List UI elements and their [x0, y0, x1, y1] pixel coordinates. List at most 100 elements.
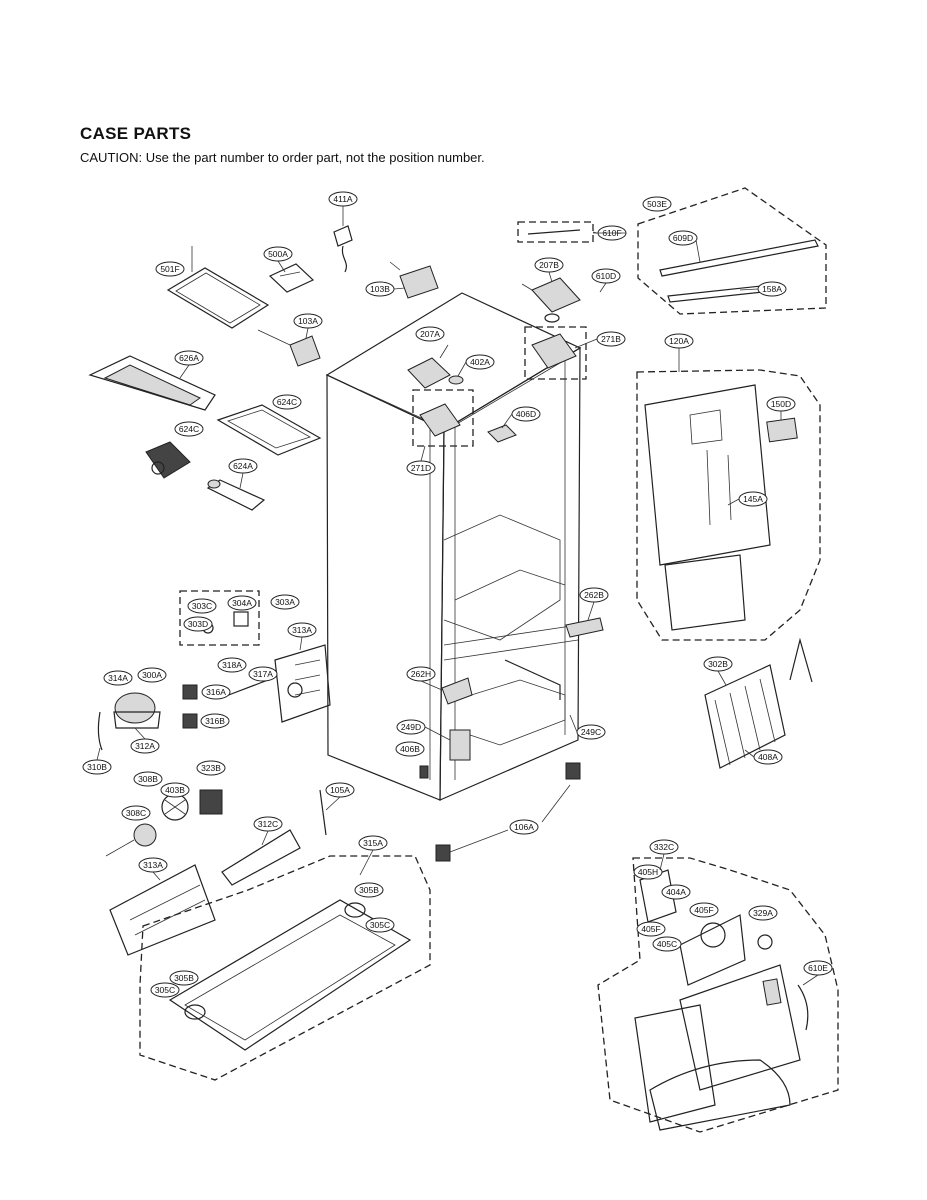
label-405h-text: 405H [638, 867, 658, 877]
label-404a-text: 404A [666, 887, 686, 897]
label-316a-text: 316A [206, 687, 226, 697]
label-305c-a: 305C [365, 917, 395, 933]
part-313a-plate [274, 644, 331, 723]
label-303a: 303A [270, 594, 300, 610]
label-271d: 271D [406, 460, 436, 476]
group-outline-503e [637, 187, 827, 315]
label-610d-text: 610D [596, 271, 616, 281]
label-403b-text: 403B [165, 785, 185, 795]
label-105a: 105A [325, 782, 355, 798]
label-624a: 624A [228, 458, 258, 474]
group-outline-315a [139, 855, 431, 1081]
label-501f-text: 501F [160, 264, 179, 274]
label-316b-text: 316B [205, 716, 225, 726]
label-305b-b: 305B [169, 970, 199, 986]
label-145a-text: 145A [743, 494, 763, 504]
label-271b-text: 271B [601, 334, 621, 344]
label-402a: 402A [465, 354, 495, 370]
label-106a: 106A [509, 819, 539, 835]
caution-note: CAUTION: Use the part number to order pa… [80, 150, 485, 165]
part-249d-bracket [449, 729, 471, 761]
part-302b-evaporator [704, 637, 813, 769]
label-405c-text: 405C [657, 939, 677, 949]
part-300a-compressor [97, 692, 161, 751]
label-408a: 408A [753, 749, 783, 765]
part-402a-cap [448, 375, 464, 385]
part-315a-base [168, 899, 412, 1051]
label-503e: 503E [642, 196, 672, 212]
label-332c: 332C [649, 839, 679, 855]
label-303a-text: 303A [275, 597, 295, 607]
label-329a-text: 329A [753, 908, 773, 918]
label-120a: 120A [664, 333, 694, 349]
label-404a: 404A [661, 884, 691, 900]
label-120a-text: 120A [669, 336, 689, 346]
label-323b-text: 323B [201, 763, 221, 773]
label-271b: 271B [596, 331, 626, 347]
label-262h: 262H [406, 666, 436, 682]
label-103a-text: 103A [298, 316, 318, 326]
part-411a-connector [333, 225, 353, 273]
label-406d: 406D [511, 406, 541, 422]
part-312c-tray [221, 829, 301, 886]
label-313a-b: 313A [138, 857, 168, 873]
label-207b: 207B [534, 257, 564, 273]
label-249c: 249C [576, 724, 606, 740]
label-408a-text: 408A [758, 752, 778, 762]
label-312a-text: 312A [135, 741, 155, 751]
part-626a-dispenser [88, 355, 216, 411]
label-249d-text: 249D [401, 722, 421, 732]
cabinet [325, 292, 582, 801]
label-308b-text: 308B [138, 774, 158, 784]
group-outline-271d-box [412, 389, 474, 447]
label-624a-text: 624A [233, 461, 253, 471]
label-406d-text: 406D [516, 409, 536, 419]
label-310b-text: 310B [87, 762, 107, 772]
part-103b-cover [389, 261, 439, 299]
part-316b-pad [182, 713, 198, 729]
label-503e-text: 503E [647, 199, 667, 209]
label-323b: 323B [196, 760, 226, 776]
part-500a-label [268, 263, 315, 293]
part-150d-label [766, 417, 798, 443]
label-103a: 103A [293, 313, 323, 329]
part-313a-condenser [109, 864, 216, 956]
label-305c-a-text: 305C [370, 920, 390, 930]
label-405h: 405H [633, 864, 663, 880]
label-411a: 411A [328, 191, 358, 207]
label-312c: 312C [253, 816, 283, 832]
label-329a: 329A [748, 905, 778, 921]
group-outline-303a [179, 590, 260, 646]
label-313a-a-text: 313A [292, 625, 312, 635]
label-405f-a: 405F [689, 902, 719, 918]
label-500a: 500A [263, 246, 293, 262]
label-271d-text: 271D [411, 463, 431, 473]
label-308b: 308B [133, 771, 163, 787]
label-315a-text: 315A [363, 838, 383, 848]
label-609d-text: 609D [673, 233, 693, 243]
group-outline-120a [636, 369, 821, 641]
part-406d-bracket [487, 424, 517, 443]
label-207b-text: 207B [539, 260, 559, 270]
label-314a-text: 314A [108, 673, 128, 683]
part-271d-bracket [419, 403, 461, 437]
label-332c-text: 332C [654, 842, 674, 852]
part-501f-shelf [166, 246, 270, 329]
label-406b: 406B [395, 741, 425, 757]
label-314a: 314A [103, 670, 133, 686]
part-120a-cover [644, 384, 771, 631]
label-626a: 626A [174, 350, 204, 366]
label-609d: 609D [668, 230, 698, 246]
label-302b: 302B [703, 656, 733, 672]
label-158a: 158A [757, 281, 787, 297]
label-105a-text: 105A [330, 785, 350, 795]
group-outline-271b-box [524, 326, 587, 380]
label-624c-b-text: 624C [179, 424, 199, 434]
label-610e-text: 610E [808, 963, 828, 973]
part-624c-tray [216, 404, 322, 456]
label-103b: 103B [365, 281, 395, 297]
label-405f-b-text: 405F [641, 924, 660, 934]
label-103b-text: 103B [370, 284, 390, 294]
part-207b-hinge [521, 277, 581, 323]
label-402a-text: 402A [470, 357, 490, 367]
